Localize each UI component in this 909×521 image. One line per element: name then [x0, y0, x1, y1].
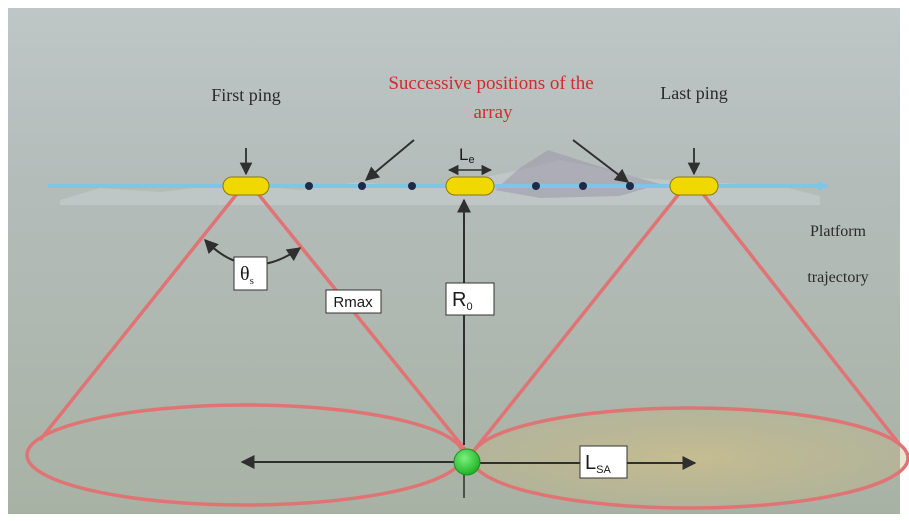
array-last-ping	[669, 176, 719, 196]
theta-box	[233, 256, 268, 291]
theta-sub: s	[250, 275, 254, 287]
le-sub: e	[468, 154, 474, 166]
successive-positions	[305, 182, 634, 190]
array-position-dot	[408, 182, 416, 190]
successive-arrow-left	[364, 139, 415, 181]
array-position-dot	[305, 182, 313, 190]
theta-label: θs	[240, 263, 254, 287]
trajectory-arrowhead	[818, 181, 830, 191]
array-position-dot	[358, 182, 366, 190]
lsa-main: L	[585, 452, 596, 474]
r0-sub: 0	[466, 301, 472, 313]
successive-positions-title-line2: array	[473, 102, 513, 123]
le-label: Le	[459, 145, 475, 166]
array-first-ping	[222, 176, 270, 196]
trajectory-label: trajectory	[807, 269, 868, 286]
array-position-dot	[579, 182, 587, 190]
successive-arrow-right	[572, 139, 630, 183]
rmax-box	[325, 289, 382, 314]
successive-positions-title: Successive positions of the	[388, 73, 593, 94]
r0-label: R0	[452, 289, 473, 313]
first-ping-label: First ping	[211, 85, 281, 105]
lsa-sub: SA	[596, 464, 611, 476]
array-position-dot	[626, 182, 634, 190]
le-main: L	[459, 145, 468, 164]
rmax-label: Rmax	[333, 294, 373, 311]
r0-box	[445, 282, 495, 316]
platform-label: Platform	[810, 223, 867, 240]
array-position-dot	[532, 182, 540, 190]
beam-lines	[38, 188, 902, 455]
theta-main: θ	[240, 263, 250, 285]
lsa-box	[579, 445, 628, 479]
r0-main: R	[452, 289, 466, 311]
target-icon	[453, 448, 481, 476]
lsa-label: LSA	[585, 452, 611, 476]
array-center	[445, 176, 495, 196]
last-ping-label: Last ping	[660, 83, 728, 103]
